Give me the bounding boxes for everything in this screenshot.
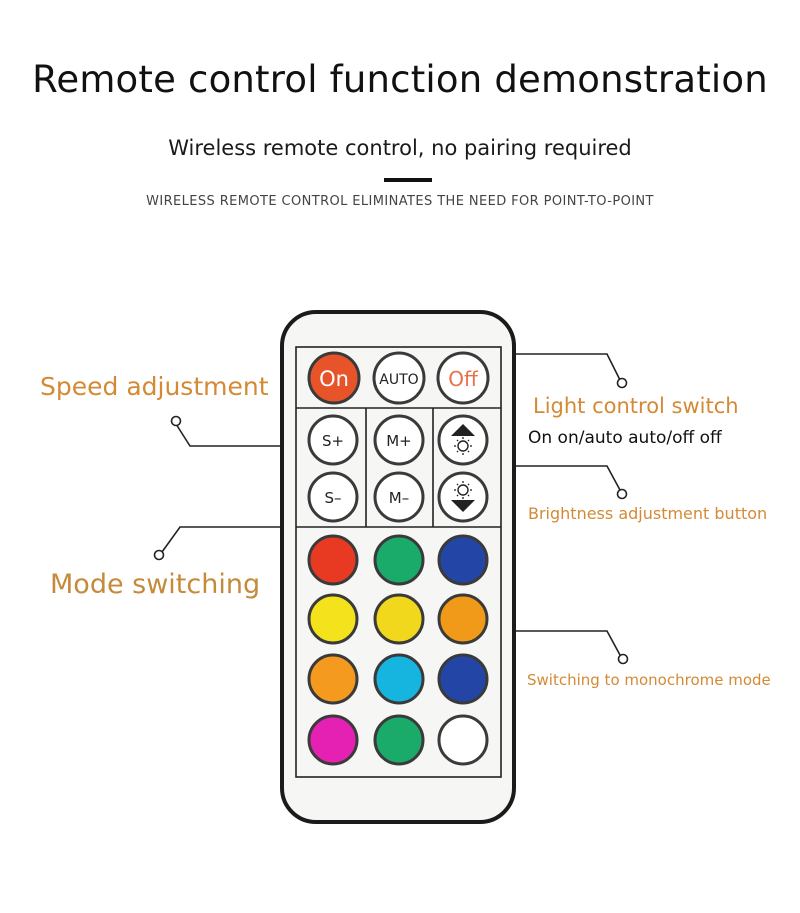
- color-button-r3-c2[interactable]: [373, 653, 425, 705]
- light-control-label: Light control switch: [533, 394, 739, 418]
- leader-brightness-dot: [616, 488, 628, 500]
- off-button[interactable]: Off: [436, 351, 490, 405]
- color-button-r4-c2[interactable]: [373, 714, 425, 766]
- mode-switching-label: Mode switching: [50, 569, 261, 600]
- title-divider: [384, 178, 432, 182]
- leader-light: [500, 353, 621, 381]
- monochrome-label: Switching to monochrome mode: [527, 671, 771, 689]
- mode-down-button[interactable]: M–: [373, 471, 425, 523]
- leader-brightness: [500, 465, 621, 491]
- color-button-r4-c1[interactable]: [307, 714, 359, 766]
- mode-down-label: M–: [389, 489, 409, 507]
- leader-speed: [175, 423, 296, 447]
- color-button-r1-c1[interactable]: [307, 534, 359, 586]
- caps-tagline: WIRELESS REMOTE CONTROL ELIMINATES THE N…: [146, 194, 654, 209]
- brightness-down-button[interactable]: [437, 471, 489, 523]
- speed-up-button[interactable]: S+: [307, 414, 359, 466]
- leader-speed-dot: [170, 415, 182, 427]
- sun-up-icon: [451, 424, 475, 455]
- leader-mode: [161, 526, 296, 553]
- speed-adjustment-label: Speed adjustment: [40, 372, 269, 401]
- color-button-r3-c1[interactable]: [307, 653, 359, 705]
- color-button-r1-c3[interactable]: [437, 534, 489, 586]
- brightness-label: Brightness adjustment button: [528, 504, 768, 523]
- color-button-r1-c2[interactable]: [373, 534, 425, 586]
- on-button[interactable]: On: [307, 351, 361, 405]
- color-button-r2-c2[interactable]: [373, 593, 425, 645]
- page-title: Remote control function demonstration: [32, 58, 768, 101]
- leader-monochrome-dot: [617, 653, 629, 665]
- auto-button[interactable]: AUTO: [372, 351, 426, 405]
- color-button-r2-c3[interactable]: [437, 593, 489, 645]
- speed-down-button[interactable]: S–: [307, 471, 359, 523]
- page-subtitle: Wireless remote control, no pairing requ…: [168, 136, 632, 160]
- color-button-r4-c3[interactable]: [437, 714, 489, 766]
- speed-up-label: S+: [322, 432, 344, 450]
- mode-up-label: M+: [386, 432, 412, 450]
- on-button-label: On: [319, 367, 349, 391]
- auto-button-label: AUTO: [379, 372, 418, 388]
- brightness-up-button[interactable]: [437, 414, 489, 466]
- speed-down-label: S–: [324, 489, 341, 507]
- remote-face-panel: [295, 346, 502, 778]
- leader-monochrome: [500, 630, 621, 656]
- light-control-description: On on/auto auto/off off: [528, 428, 722, 448]
- leader-lines: [153, 353, 629, 665]
- color-button-r2-c1[interactable]: [307, 593, 359, 645]
- sun-down-icon: [451, 481, 475, 512]
- color-button-grid: [307, 534, 489, 766]
- off-button-label: Off: [448, 367, 479, 391]
- mode-up-button[interactable]: M+: [373, 414, 425, 466]
- leader-mode-dot: [153, 549, 165, 561]
- leader-light-dot: [616, 377, 628, 389]
- color-button-r3-c3[interactable]: [437, 653, 489, 705]
